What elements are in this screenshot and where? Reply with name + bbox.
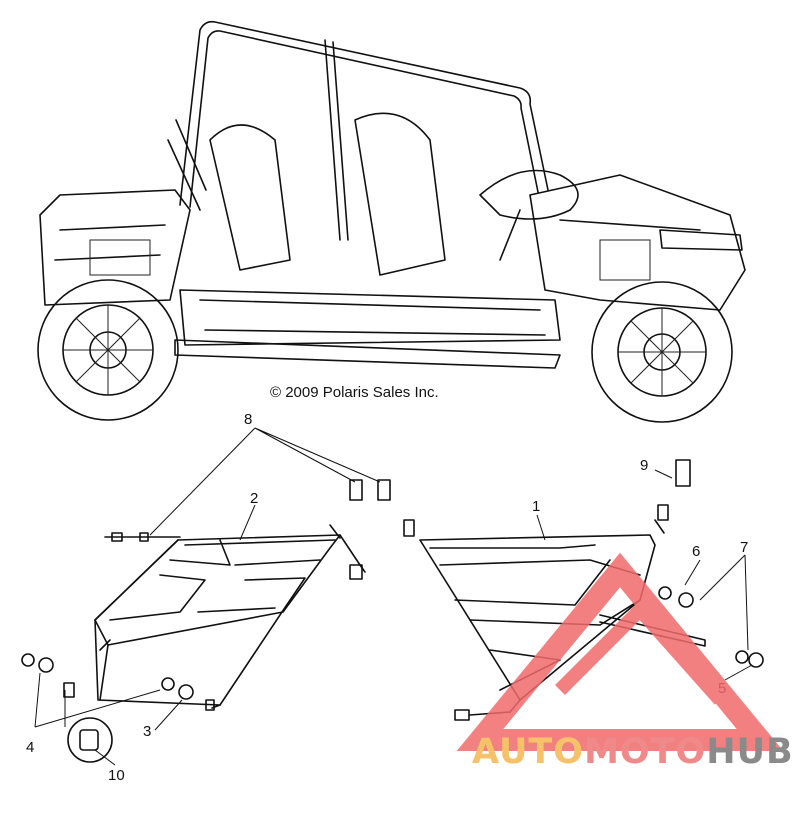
callout-7: 7 bbox=[740, 539, 748, 556]
callout-10: 10 bbox=[108, 767, 125, 784]
callout-4: 4 bbox=[26, 739, 34, 756]
fitting-9 bbox=[675, 459, 691, 487]
fitting-8-left bbox=[349, 479, 363, 501]
callout-2: 2 bbox=[250, 490, 258, 507]
hardware bbox=[21, 586, 764, 763]
watermark-logo bbox=[456, 552, 784, 751]
fitting-8-right bbox=[377, 479, 391, 501]
watermark-text: AUTOMOTOHUB bbox=[472, 732, 794, 772]
callout-6: 6 bbox=[692, 543, 700, 560]
watermark-moto: MOTO bbox=[584, 732, 706, 772]
callout-9: 9 bbox=[640, 457, 648, 474]
side-net-left bbox=[94, 524, 366, 711]
watermark-hub: HUB bbox=[706, 732, 793, 772]
vehicle-illustration bbox=[37, 20, 746, 423]
copyright-text: © 2009 Polaris Sales Inc. bbox=[270, 384, 439, 401]
callout-1: 1 bbox=[532, 498, 540, 515]
callout-3: 3 bbox=[143, 723, 151, 740]
callout-8: 8 bbox=[244, 411, 252, 428]
watermark-auto: AUTO bbox=[472, 732, 584, 772]
leader-lines bbox=[34, 427, 753, 766]
watermark-triangle-icon bbox=[456, 552, 784, 751]
